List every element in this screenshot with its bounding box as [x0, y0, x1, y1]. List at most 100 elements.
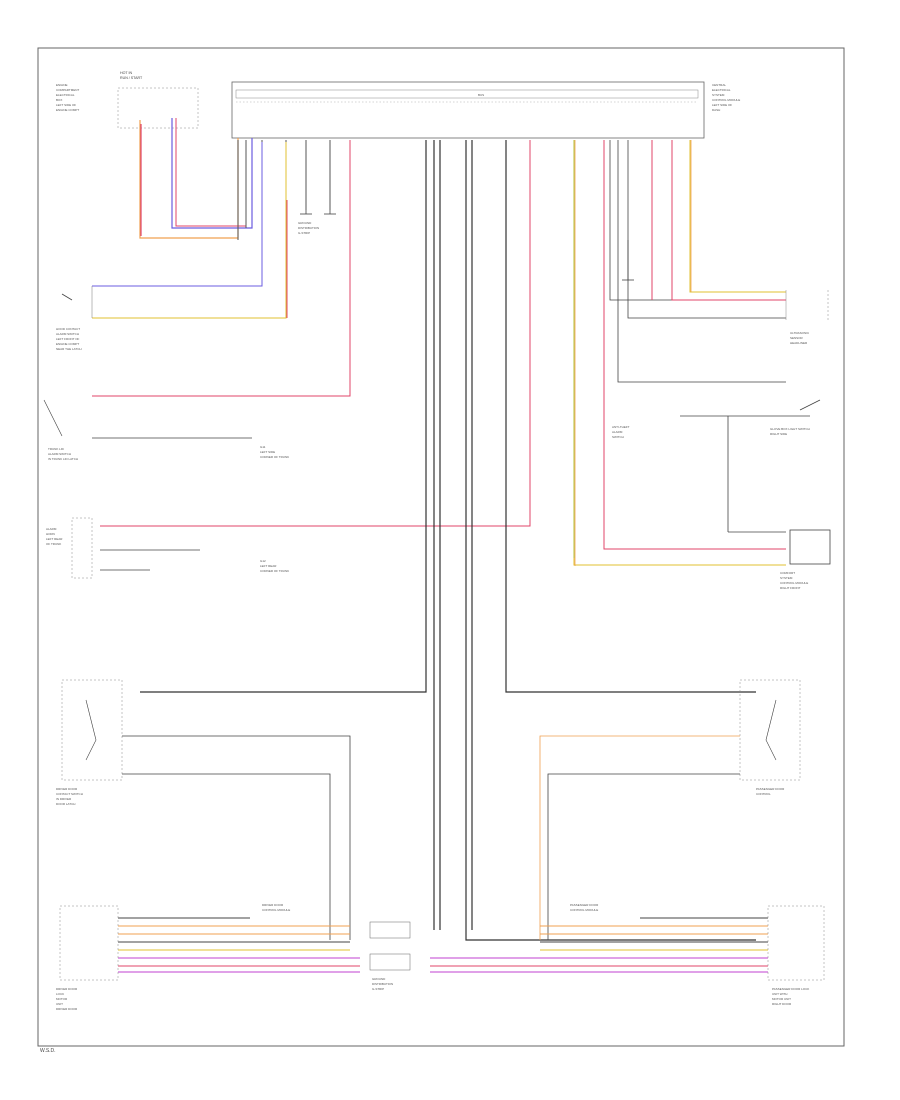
svg-text:HOOD CONTACT: HOOD CONTACT	[56, 327, 80, 331]
svg-text:DOOR LATCH: DOOR LATCH	[56, 802, 75, 806]
wire-right-yellow	[573, 140, 786, 566]
lf-door-module-box	[59, 905, 119, 981]
central-module-box	[231, 81, 705, 139]
svg-text:COMPARTMENT: COMPARTMENT	[56, 88, 79, 92]
label-rf-door-module: PASSENGER DOOR LOCK UNIT WITH MOTOR UNIT…	[772, 987, 809, 1006]
hood-switch-icon	[61, 293, 73, 301]
svg-text:IN TRUNK LID LATCH: IN TRUNK LID LATCH	[48, 457, 78, 461]
label-hot-in-run: HOT IN RUN / START	[120, 71, 143, 80]
label-interior-sensor: ULTRASONIC SENSOR HEADLINER	[790, 331, 810, 345]
svg-text:LEFT SIDE OF: LEFT SIDE OF	[56, 103, 76, 107]
svg-text:DISTRIBUTION: DISTRIBUTION	[298, 226, 319, 230]
svg-text:G-STRIP: G-STRIP	[298, 231, 310, 235]
svg-text:CONTROL MODULE: CONTROL MODULE	[262, 908, 290, 912]
svg-text:CORNER OF TRUNK: CORNER OF TRUNK	[260, 569, 289, 573]
wire-horn-red	[100, 140, 531, 527]
svg-text:CORNER OF TRUNK: CORNER OF TRUNK	[260, 455, 289, 459]
engine-compt-box	[117, 87, 199, 129]
svg-text:DASH: DASH	[712, 108, 720, 112]
svg-text:ULTRASONIC: ULTRASONIC	[790, 331, 810, 335]
label-glovebox: GLOVE BOX LIGHT SWITCH RIGHT SIDE	[770, 427, 810, 436]
svg-text:DRIVER DOOR: DRIVER DOOR	[56, 787, 78, 791]
svg-text:ANTI-THEFT: ANTI-THEFT	[612, 425, 630, 429]
module-pins	[237, 140, 351, 396]
svg-text:RIGHT DOOR: RIGHT DOOR	[772, 1002, 792, 1006]
label-engine-ecm: ENGINE COMPARTMENT ELECTRICAL BOX LEFT S…	[56, 83, 79, 112]
wire-violet-1	[171, 118, 253, 229]
svg-text:ALARM SWITCH: ALARM SWITCH	[48, 452, 71, 456]
label-comfort-module: COMFORT SYSTEM CONTROL MODULE RIGHT FRON…	[780, 571, 808, 590]
svg-text:LEFT REAR: LEFT REAR	[260, 564, 277, 568]
svg-text:BOX: BOX	[56, 98, 62, 102]
svg-text:DRIVER DOOR: DRIVER DOOR	[262, 903, 284, 907]
svg-text:ENGINE COMPT: ENGINE COMPT	[56, 342, 79, 346]
lf-door-latch-box	[61, 679, 123, 781]
main-trunk-lines	[140, 140, 756, 941]
svg-text:LEFT SIDE: LEFT SIDE	[260, 450, 275, 454]
svg-text:RIGHT FRONT: RIGHT FRONT	[780, 586, 801, 590]
wire-trunk-red	[92, 140, 351, 397]
svg-text:CONTROL MODULE: CONTROL MODULE	[780, 581, 808, 585]
svg-text:ALARM: ALARM	[612, 430, 623, 434]
svg-text:PASSENGER DOOR: PASSENGER DOOR	[570, 903, 599, 907]
svg-text:DISTRIBUTION: DISTRIBUTION	[372, 982, 393, 986]
svg-text:RUN / START: RUN / START	[120, 76, 143, 80]
label-ground-g2: GROUND DISTRIBUTION G-STRIP	[372, 977, 393, 991]
wire-rf-latch-2	[547, 773, 740, 940]
svg-text:ELECTRICAL: ELECTRICAL	[56, 93, 75, 97]
svg-text:LEFT FRONT OF: LEFT FRONT OF	[56, 337, 80, 341]
label-lf-door-switch: DRIVER DOOR CONTACT SWITCH IN DRIVER DOO…	[56, 787, 83, 806]
svg-text:HEADLINER: HEADLINER	[790, 341, 808, 345]
svg-text:COMFORT: COMFORT	[780, 571, 795, 575]
svg-text:GROUND: GROUND	[372, 977, 386, 981]
svg-text:RIGHT SIDE: RIGHT SIDE	[770, 432, 787, 436]
wire-rf-latch-1	[539, 735, 740, 940]
label-central-module: CENTRAL ELECTRICAL SYSTEM CONTROL MODULE…	[712, 83, 740, 112]
label-hood-switch: HOOD CONTACT ALARM SWITCH LEFT FRONT OF …	[56, 327, 82, 351]
svg-text:LOCK: LOCK	[56, 992, 64, 996]
svg-text:UNIT: UNIT	[56, 1002, 63, 1006]
footer-ref: W.S.D.	[40, 1048, 56, 1054]
bus-label: BUS	[478, 93, 484, 97]
label-trunk-ground: G11 LEFT SIDE CORNER OF TRUNK	[260, 445, 289, 459]
trunk-switch-icon	[43, 399, 63, 437]
diagram-border	[37, 47, 845, 1047]
svg-text:HORN: HORN	[46, 532, 55, 536]
ground-symbol-2	[324, 210, 336, 215]
svg-text:SYSTEM: SYSTEM	[780, 576, 793, 580]
label-lf-door-module: DRIVER DOOR LOCK MOTOR UNIT DRIVER DOOR	[56, 987, 78, 1011]
splice-connector-2	[369, 953, 411, 971]
svg-text:SYSTEM: SYSTEM	[712, 93, 725, 97]
lf-latch-icon	[85, 699, 97, 761]
svg-text:OF TRUNK: OF TRUNK	[46, 542, 61, 546]
label-alarm-horn: ALARM HORN LEFT REAR OF TRUNK	[46, 527, 63, 546]
rf-latch-icon	[765, 699, 777, 761]
svg-text:LEFT REAR: LEFT REAR	[46, 537, 63, 541]
svg-text:MOTOR: MOTOR	[56, 997, 68, 1001]
wire-hood-yellow	[92, 142, 287, 319]
svg-text:G12: G12	[260, 559, 266, 563]
svg-text:IN DRIVER: IN DRIVER	[56, 797, 72, 801]
label-right-door: PASSENGER DOOR CONTROL	[756, 787, 785, 796]
svg-text:CONTROL MODULE: CONTROL MODULE	[570, 908, 598, 912]
wire-lf-latch-2	[122, 773, 331, 940]
svg-text:TRUNK LID: TRUNK LID	[48, 447, 65, 451]
svg-text:SWITCH: SWITCH	[612, 435, 624, 439]
svg-text:CONTROL: CONTROL	[756, 792, 771, 796]
svg-text:ALARM: ALARM	[46, 527, 57, 531]
wire-hood-violet	[92, 142, 263, 287]
svg-text:PASSENGER DOOR LOCK: PASSENGER DOOR LOCK	[772, 987, 809, 991]
label-lf-door-ctrl: DRIVER DOOR CONTROL MODULE	[262, 903, 290, 912]
svg-text:UNIT WITH: UNIT WITH	[772, 992, 787, 996]
svg-text:HOT IN: HOT IN	[120, 71, 133, 75]
wire-right-yellow2	[689, 140, 786, 293]
svg-text:ALARM SWITCH: ALARM SWITCH	[56, 332, 79, 336]
label-rf-door-ctrl: PASSENGER DOOR CONTROL MODULE	[570, 903, 599, 912]
svg-text:DRIVER DOOR: DRIVER DOOR	[56, 1007, 78, 1011]
label-trunk-switch: TRUNK LID ALARM SWITCH IN TRUNK LID LATC…	[48, 447, 78, 461]
rf-door-latch-box	[739, 679, 801, 781]
lf-door-module-wires	[118, 917, 360, 973]
svg-text:G-STRIP: G-STRIP	[372, 987, 384, 991]
wire-red-2	[175, 118, 246, 227]
comfort-module-box	[789, 529, 831, 565]
